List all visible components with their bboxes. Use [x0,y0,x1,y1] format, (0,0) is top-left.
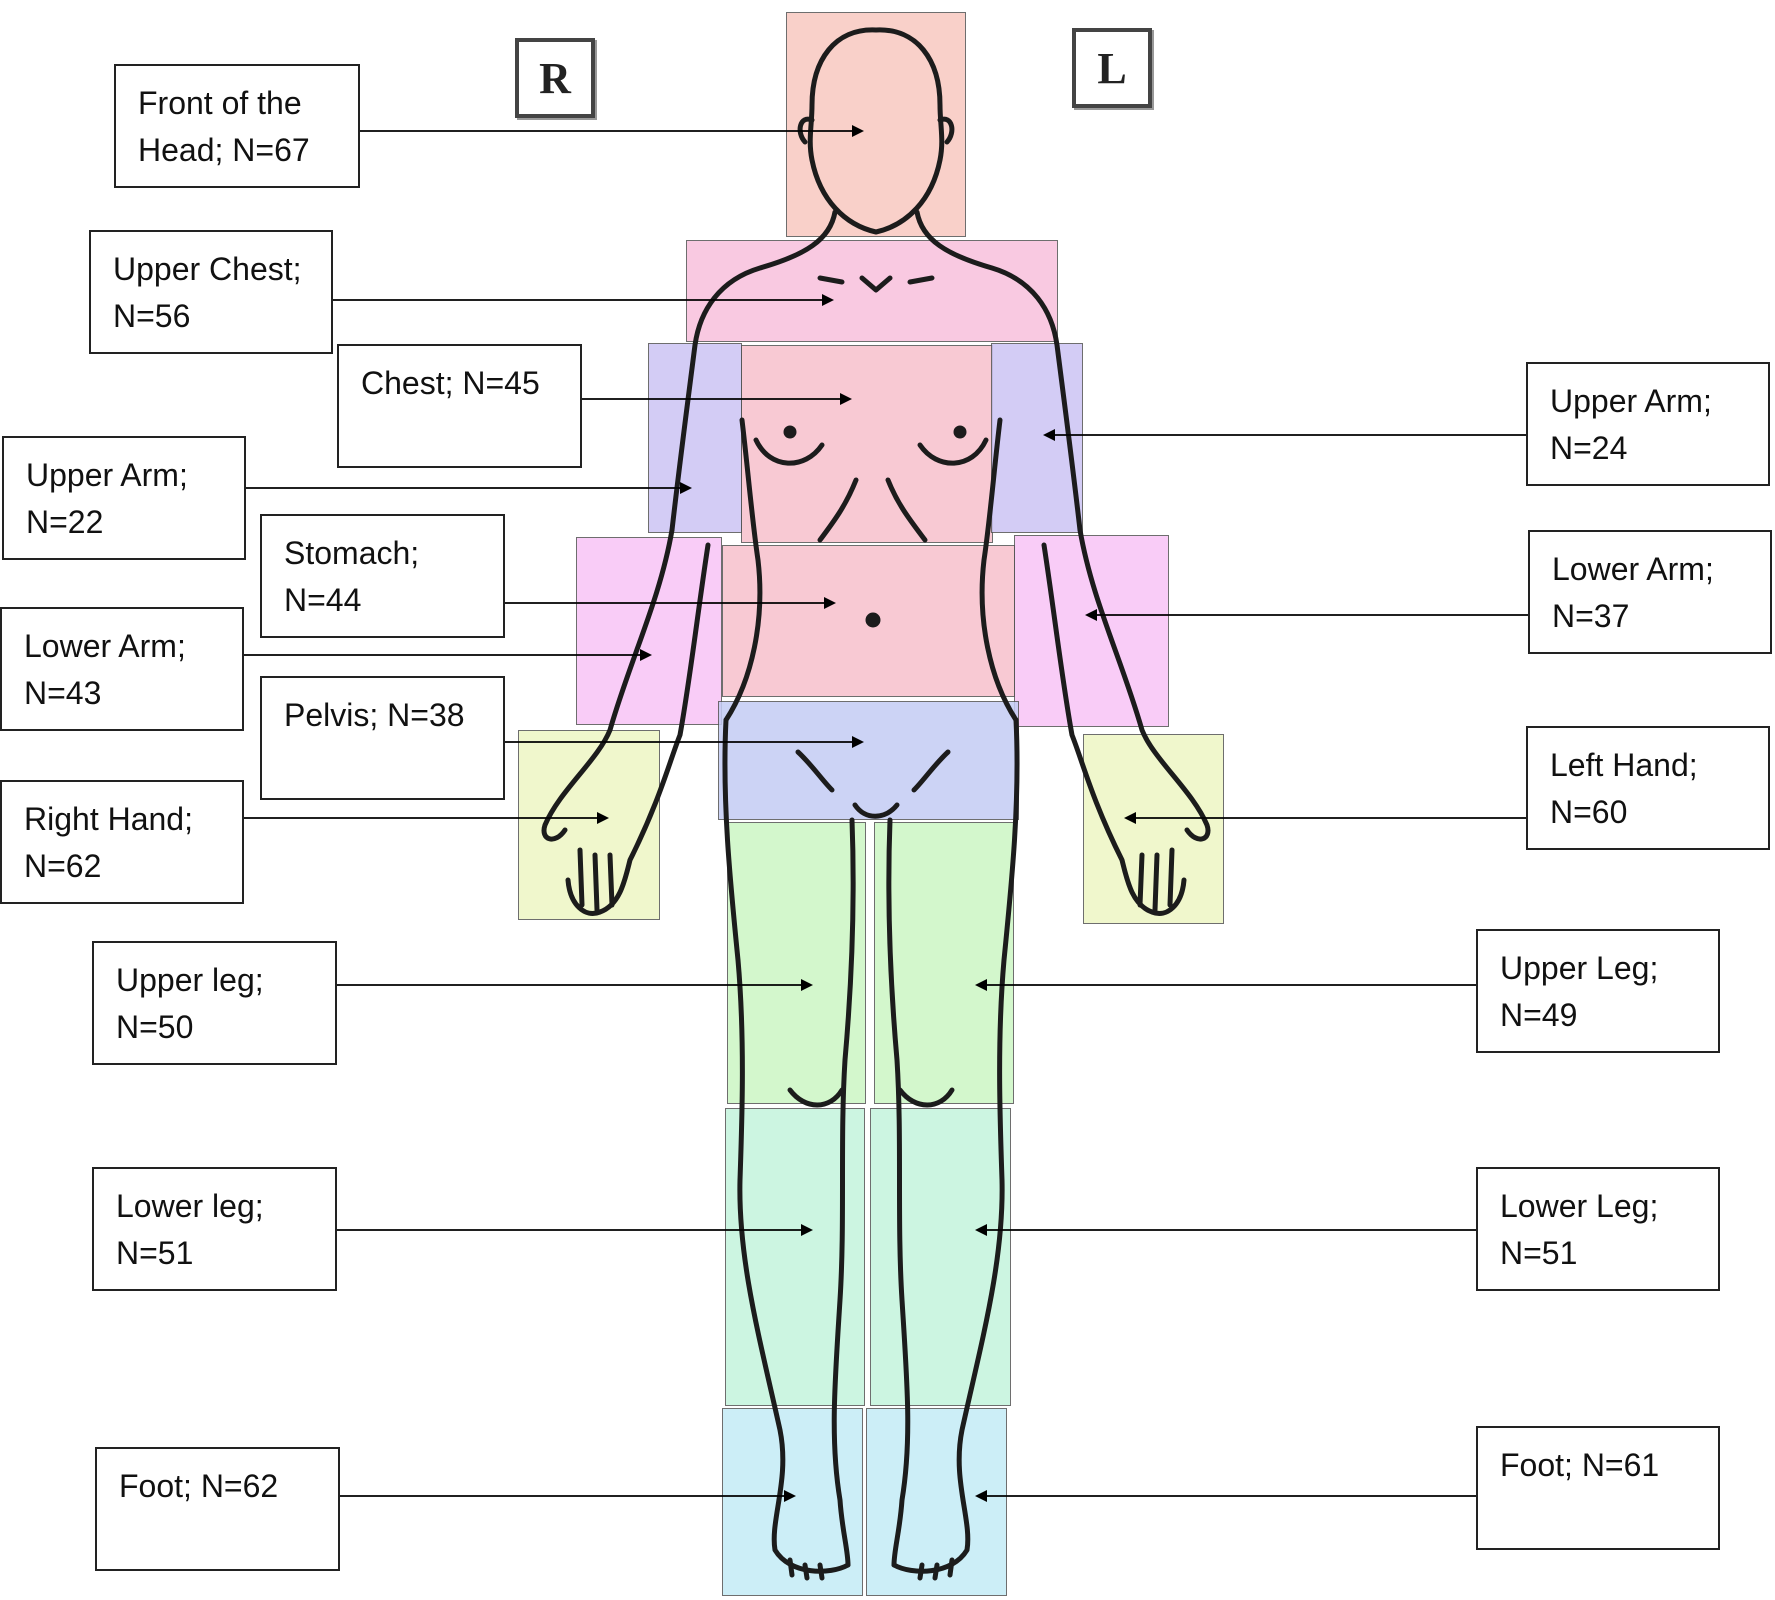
label-upper-chest-line2: N=56 [113,298,191,334]
label-stomach-line2: N=44 [284,582,362,618]
label-stomach-line1: Stomach; [284,535,420,571]
label-lower-leg-right-line1: Lower leg; [116,1188,264,1224]
label-upper-arm-left-line1: Upper Arm; [1550,383,1712,419]
label-left-hand-line2: N=60 [1550,794,1628,830]
label-head-line2: Head; N=67 [138,132,310,168]
label-upper-chest-line1: Upper Chest; [113,251,302,287]
label-lower-arm-right-line2: N=43 [24,675,102,711]
label-foot-left: Foot; N=61 [1476,1426,1720,1550]
region-head [786,12,966,237]
label-stomach: Stomach; N=44 [260,514,505,638]
label-upper-leg-left: Upper Leg; N=49 [1476,929,1720,1053]
region-chest [741,345,993,543]
label-pelvis: Pelvis; N=38 [260,676,505,800]
label-upper-chest: Upper Chest; N=56 [89,230,333,354]
label-foot-right: Foot; N=62 [95,1447,340,1571]
label-upper-leg-right: Upper leg; N=50 [92,941,337,1065]
right-side-marker: R [515,38,595,118]
label-lower-arm-left-line2: N=37 [1552,598,1630,634]
label-foot-right-line1: Foot; N=62 [119,1468,279,1504]
label-head-line1: Front of the [138,85,302,121]
label-chest: Chest; N=45 [337,344,582,468]
region-lower-arm-left [1014,535,1169,727]
label-lower-leg-left-line2: N=51 [1500,1235,1578,1271]
label-left-hand: Left Hand; N=60 [1526,726,1770,850]
label-lower-arm-right-line1: Lower Arm; [24,628,186,664]
label-lower-arm-right: Lower Arm; N=43 [0,607,244,731]
label-upper-arm-right-line1: Upper Arm; [26,457,188,493]
label-upper-leg-left-line2: N=49 [1500,997,1578,1033]
label-head: Front of the Head; N=67 [114,64,360,188]
label-left-hand-line1: Left Hand; [1550,747,1698,783]
region-pelvis [718,701,1019,820]
label-lower-leg-right-line2: N=51 [116,1235,194,1271]
label-pelvis-line1: Pelvis; N=38 [284,697,465,733]
label-upper-arm-right: Upper Arm; N=22 [2,436,246,560]
label-upper-arm-right-line2: N=22 [26,504,104,540]
region-lower-leg-left [870,1108,1011,1406]
label-right-hand-line1: Right Hand; [24,801,193,837]
label-foot-left-line1: Foot; N=61 [1500,1447,1660,1483]
region-upper-arm-right [648,343,742,533]
label-lower-arm-left: Lower Arm; N=37 [1528,530,1772,654]
label-chest-line1: Chest; N=45 [361,365,540,401]
label-right-hand: Right Hand; N=62 [0,780,244,904]
label-lower-leg-left-line1: Lower Leg; [1500,1188,1659,1224]
region-upper-chest [686,240,1058,342]
label-lower-arm-left-line1: Lower Arm; [1552,551,1714,587]
label-upper-arm-left: Upper Arm; N=24 [1526,362,1770,486]
left-side-marker: L [1072,28,1152,108]
label-lower-leg-left: Lower Leg; N=51 [1476,1167,1720,1291]
label-right-hand-line2: N=62 [24,848,102,884]
label-lower-leg-right: Lower leg; N=51 [92,1167,337,1291]
label-upper-leg-right-line1: Upper leg; [116,962,264,998]
label-upper-leg-right-line2: N=50 [116,1009,194,1045]
label-upper-arm-left-line2: N=24 [1550,430,1628,466]
label-upper-leg-left-line1: Upper Leg; [1500,950,1659,986]
